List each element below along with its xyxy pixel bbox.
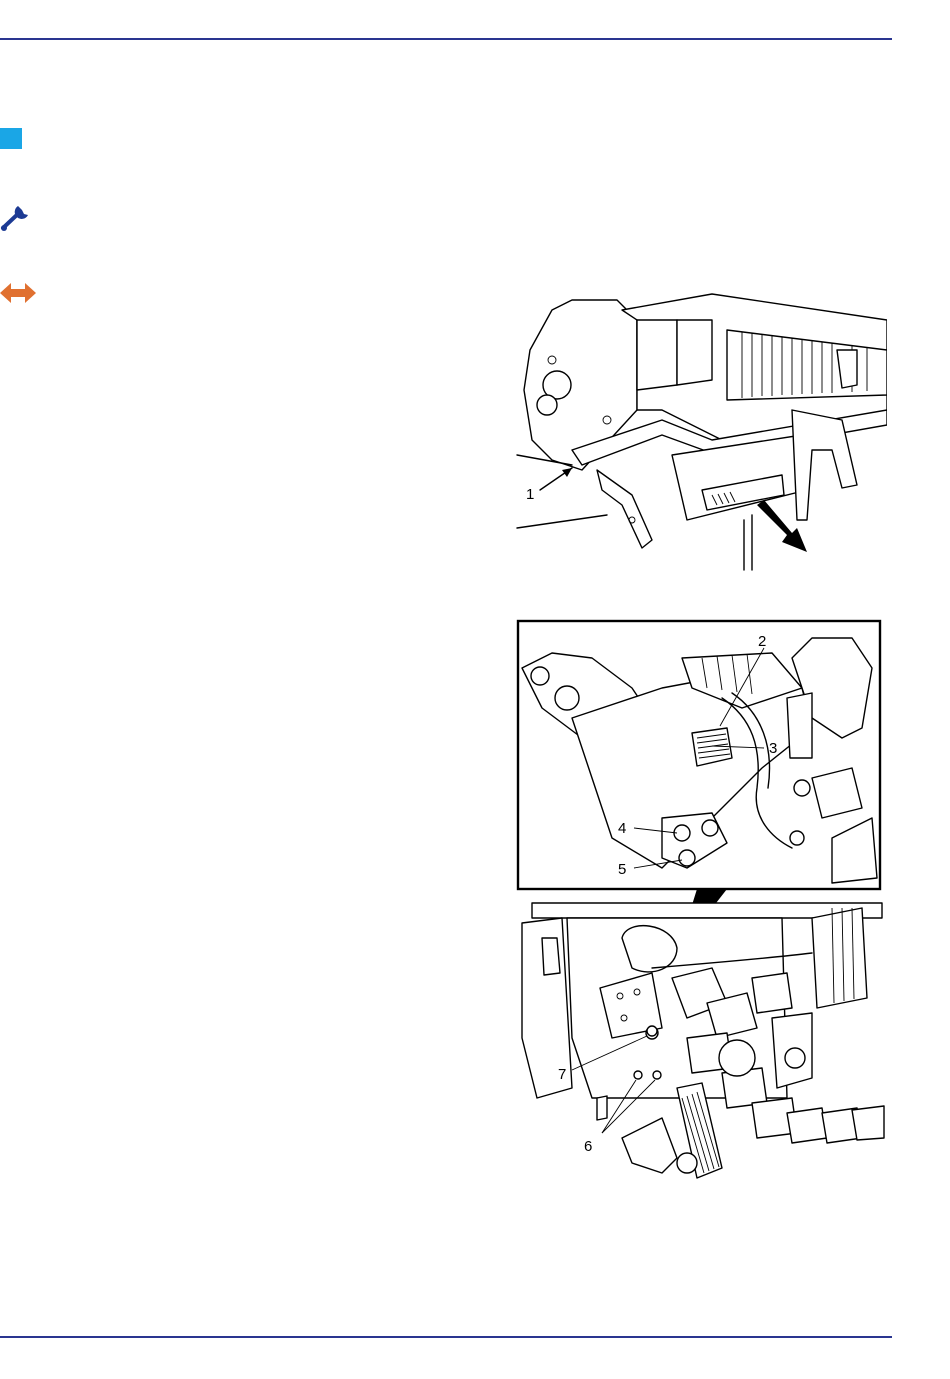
bottom-rule	[0, 1336, 892, 1338]
section-marker	[0, 128, 22, 149]
double-arrow-icon	[0, 282, 36, 304]
callout-1: 1	[526, 486, 534, 503]
machine-illustration-bottom: 2 3 4 5	[512, 618, 887, 1188]
top-rule	[0, 38, 892, 40]
callout-6: 6	[584, 1138, 592, 1155]
callout-2: 2	[758, 633, 766, 650]
callout-4: 4	[618, 820, 626, 837]
callout-5: 5	[618, 861, 626, 878]
wrench-icon	[0, 202, 32, 232]
callout-3: 3	[769, 740, 777, 757]
machine-illustration-top: 1	[512, 290, 887, 575]
callout-7: 7	[558, 1066, 566, 1083]
